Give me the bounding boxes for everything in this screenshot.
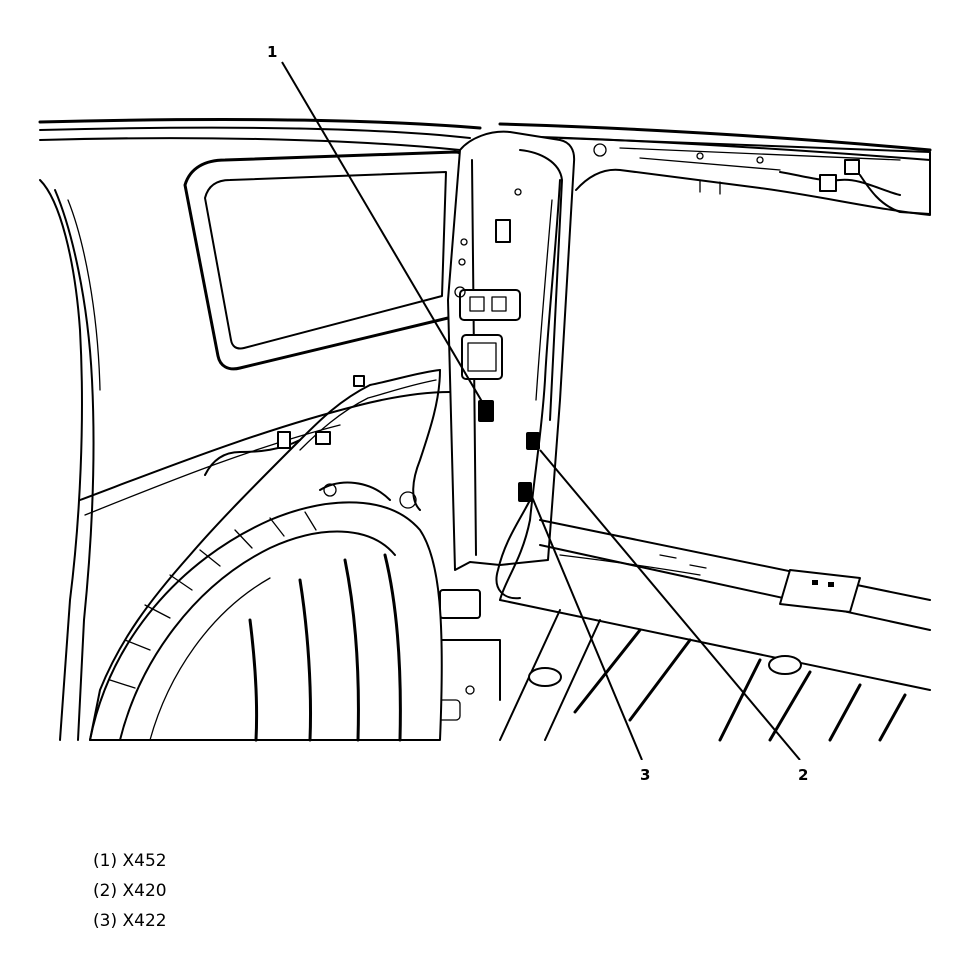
rear-floor-panel bbox=[329, 519, 931, 742]
legend-number: (2) bbox=[93, 881, 118, 901]
callout-2: 2 bbox=[798, 766, 809, 784]
legend-item: (3) X422 bbox=[93, 906, 167, 936]
left-wiring-harness bbox=[89, 369, 441, 741]
legend-code: X422 bbox=[122, 911, 167, 931]
body-pillar bbox=[447, 130, 576, 571]
callout-3: 3 bbox=[640, 766, 651, 784]
rear-wheelhouse bbox=[89, 481, 443, 742]
pillar-wiring-harness bbox=[495, 179, 561, 601]
callout-1: 1 bbox=[267, 43, 278, 61]
roof-side-harness bbox=[559, 137, 931, 216]
legend-number: (1) bbox=[93, 851, 118, 871]
legend-number: (3) bbox=[93, 911, 118, 931]
legend-code: X452 bbox=[122, 851, 167, 871]
legend-code: X420 bbox=[122, 881, 167, 901]
vehicle-interior-illustration bbox=[38, 61, 932, 760]
connector-legend: (1) X452 (2) X420 (3) X422 bbox=[93, 846, 167, 936]
legend-item: (1) X452 bbox=[93, 846, 167, 876]
legend-item: (2) X420 bbox=[93, 876, 167, 906]
quarter-window bbox=[183, 150, 468, 371]
callout-leaders bbox=[281, 61, 801, 760]
